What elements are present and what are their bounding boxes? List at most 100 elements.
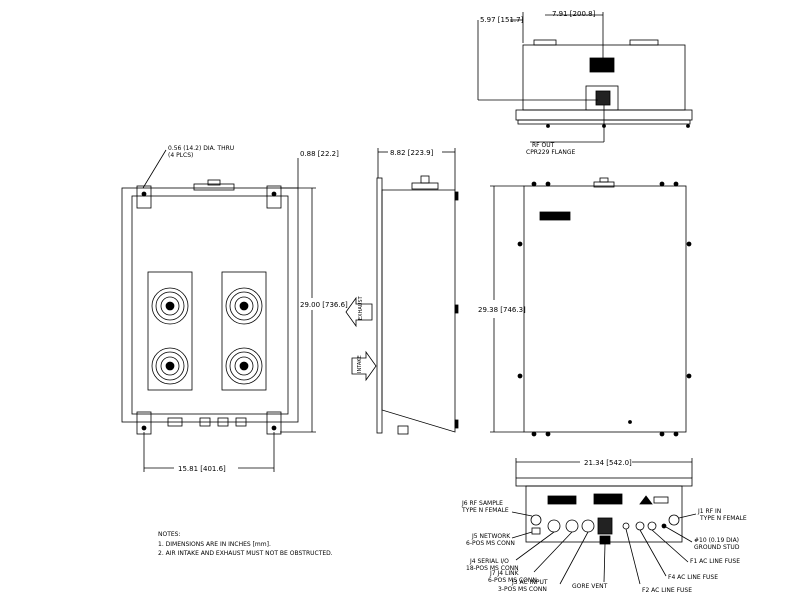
dim-top-width: 7.91 [200.8] [552, 10, 596, 18]
top-view-fan-cover-left [533, 39, 557, 46]
note-item: 1. DIMENSIONS ARE IN INCHES [mm]. [158, 541, 271, 548]
bottom-view: 21.34 [542.0] J6 RF SAMPLE TYPE N FEMALE… [461, 458, 747, 594]
rf-out-label: RF OUT [532, 142, 555, 149]
intake-arrow [351, 350, 377, 382]
mount-hole [271, 191, 277, 197]
ground-label: #10 (0.19 DIA) [694, 537, 739, 544]
dim-top-offset: 5.97 [151.7] [480, 16, 524, 24]
front-connector [167, 417, 183, 427]
back-view-foot [659, 181, 665, 187]
back-view-side-foot [686, 241, 692, 247]
back-view-foot [531, 181, 537, 187]
j1-label: J1 RF IN [697, 508, 721, 515]
back-view-logo [539, 211, 571, 221]
notes: NOTES: 1. DIMENSIONS ARE IN INCHES [mm].… [158, 531, 333, 557]
side-view-foot [454, 419, 459, 429]
f2-fuse [622, 522, 630, 530]
back-view-foot [531, 431, 537, 437]
fan-grille [155, 351, 185, 381]
front-connector [217, 417, 229, 427]
j3-leader [559, 531, 589, 585]
j7-leader [533, 531, 573, 573]
j3-label: J3 AC INPUT [511, 579, 548, 586]
fan-panel-left [147, 271, 193, 391]
front-view-mount-tab [266, 411, 282, 435]
back-view-side-foot [517, 373, 523, 379]
j3-connector-outer [581, 519, 595, 533]
warning-label [653, 496, 669, 504]
mount-hole [141, 425, 147, 431]
j4-leader [515, 531, 555, 561]
front-view-mount-tab [136, 185, 152, 209]
hole-count-label: (4 PLCS) [168, 152, 193, 159]
f4-fuse [635, 521, 645, 531]
j6-label: J6 RF SAMPLE [461, 500, 503, 507]
j6-connector [530, 514, 542, 526]
gore-leader [603, 543, 606, 583]
f1-label: F1 AC LINE FUSE [690, 558, 740, 565]
back-view: 29.38 [746.3] [478, 177, 692, 437]
back-view-body [523, 185, 687, 433]
front-view-handle [193, 183, 235, 191]
ground-leader [665, 526, 693, 543]
fan-grille [160, 296, 180, 316]
note-item: 2. AIR INTAKE AND EXHAUST MUST NOT BE OB… [158, 550, 333, 557]
fan-grille [229, 351, 259, 381]
dim-side-depth: 8.82 [223.9] [390, 149, 434, 157]
j1-leader [678, 513, 697, 519]
f4-leader [639, 529, 667, 577]
back-view-foot [659, 431, 665, 437]
j7-type-label: 6-POS MS CONN [488, 577, 537, 584]
f2-label: F2 AC LINE FUSE [642, 587, 692, 594]
j3-connector [597, 517, 613, 535]
j5-leader [511, 531, 533, 539]
exhaust-arrow [345, 296, 373, 328]
front-view-handle-grip [207, 179, 221, 186]
ground-type-label: GROUND STUD [694, 544, 740, 551]
side-view-foot [454, 191, 459, 201]
dim-front-width: 15.81 [401.6] [178, 465, 226, 473]
side-view-handle-grip [420, 175, 430, 184]
front-connector [235, 417, 247, 427]
back-view-foot [673, 181, 679, 187]
intake-arrow-label: INTAKE [357, 355, 363, 373]
j4-label: J4 SERIAL I/O [469, 558, 509, 565]
ground-stud [661, 523, 667, 529]
j5-connector [531, 527, 541, 535]
side-view-foot [454, 304, 459, 314]
fan-hub [165, 361, 175, 371]
exhaust-arrow-label: EXHAUST [358, 295, 364, 320]
j6-type-label: TYPE N FEMALE [461, 507, 509, 514]
hole-label: 0.56 (14.2) DIA. THRU [168, 145, 234, 152]
back-view-foot [545, 431, 551, 437]
front-view: 29.00 [736.6] 15.81 [401.6] 0.88 [22.2] … [121, 145, 348, 473]
fan-grille [229, 291, 259, 321]
front-view-mount-tab [266, 185, 282, 209]
fan-icon [225, 347, 263, 385]
f2-leader [625, 528, 641, 585]
back-view-side-foot [517, 241, 523, 247]
j6-leader [511, 511, 533, 517]
front-view-mount-tab [136, 411, 152, 435]
bottom-view-logo [593, 493, 623, 505]
back-view-foot [673, 431, 679, 437]
gore-vent [599, 535, 611, 545]
fan-hub [239, 361, 249, 371]
mount-hole [271, 425, 277, 431]
bottom-view-label-plate [547, 495, 577, 505]
dim-bottom-width: 21.34 [542.0] [584, 459, 632, 467]
back-view-screw [628, 420, 632, 424]
fan-icon [151, 347, 189, 385]
back-view-side-foot [686, 373, 692, 379]
top-view-foot [546, 124, 550, 128]
top-view-logo [589, 57, 615, 73]
fan-hub [239, 301, 249, 311]
top-view: 7.91 [200.8] 5.97 [151.7] RF OUT CPR229 … [477, 10, 693, 156]
f1-fuse [647, 521, 657, 531]
fan-icon [225, 287, 263, 325]
top-view-rf-port-housing [585, 85, 619, 111]
top-view-fan-cover-right [629, 39, 659, 46]
fan-grille [234, 296, 254, 316]
front-connector [199, 417, 211, 427]
